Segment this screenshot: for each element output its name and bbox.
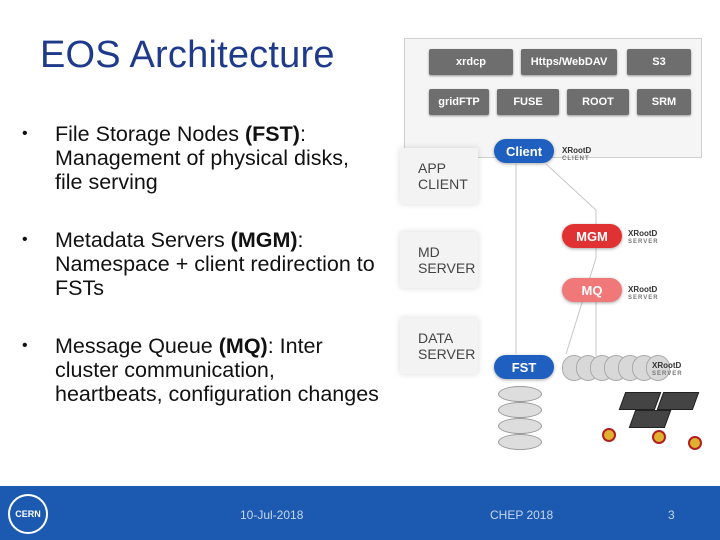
bullet-dot: • (22, 337, 28, 354)
bullet-text-bold: (MQ) (218, 334, 268, 358)
footer-date: 10-Jul-2018 (240, 508, 304, 522)
xrootd-sub: SERVER (628, 295, 659, 301)
fst-disk-stack (562, 352, 712, 384)
xrootd-name: XRootD (562, 146, 592, 155)
xrootd-sub: SERVER (652, 371, 683, 377)
bullet-text-prefix: Metadata Servers (55, 228, 231, 252)
bullet-text-prefix: File Storage Nodes (55, 122, 246, 146)
layer-line1: MD (418, 244, 440, 260)
layer-line2: SERVER (418, 260, 476, 276)
bullet-list: • File Storage Nodes (FST): Management o… (22, 122, 382, 440)
protocol-s3: S3 (627, 49, 691, 75)
protocol-fuse: FUSE (497, 89, 559, 115)
xrootd-server-logo-mq: XRootD SERVER (628, 286, 659, 302)
server-icon (618, 392, 662, 410)
protocol-https-webdav: Https/WebDAV (521, 49, 617, 75)
protocol-panel: xrdcp Https/WebDAV S3 gridFTP FUSE ROOT … (404, 38, 702, 158)
layer-app-client: APP CLIENT (400, 148, 478, 204)
xrootd-name: XRootD (628, 285, 658, 294)
layer-line1: DATA (418, 330, 454, 346)
protocol-gridftp: gridFTP (429, 89, 489, 115)
footer-page-number: 3 (668, 508, 675, 522)
bullet-fst: • File Storage Nodes (FST): Management o… (22, 122, 382, 194)
mgm-pill: MGM (562, 224, 622, 248)
xrootd-sub: SERVER (628, 239, 659, 245)
xrootd-server-logo-mgm: XRootD SERVER (628, 230, 659, 246)
hard-drive-icon (602, 428, 616, 442)
bullet-mgm: • Metadata Servers (MGM): Namespace + cl… (22, 228, 382, 300)
protocol-srm: SRM (637, 89, 691, 115)
bullet-text-suffix: : Namespace + client redirection to FSTs (55, 228, 375, 300)
protocol-root: ROOT (567, 89, 629, 115)
layer-line1: APP (418, 160, 447, 176)
layer-md-server: MD SERVER (400, 232, 478, 288)
footer-conference: CHEP 2018 (490, 508, 554, 522)
bullet-text-bold: (FST) (245, 122, 300, 146)
xrootd-sub: CLIENT (562, 156, 590, 162)
layer-line2: CLIENT (418, 176, 468, 192)
server-rack-icon (602, 388, 712, 458)
bullet-dot: • (22, 125, 28, 142)
footer-bar (0, 486, 720, 540)
architecture-diagram: xrdcp Https/WebDAV S3 gridFTP FUSE ROOT … (396, 36, 720, 466)
client-pill: Client (494, 139, 554, 163)
cern-logo: CERN (8, 494, 48, 534)
bullet-text-suffix: : Inter cluster communication, heartbeat… (55, 334, 379, 406)
server-icon (656, 392, 700, 410)
bullet-text-suffix: : Management of physical disks, file ser… (55, 122, 349, 194)
bullet-dot: • (22, 231, 28, 248)
hard-drive-icon (688, 436, 702, 450)
xrootd-name: XRootD (652, 361, 682, 370)
protocol-xrdcp: xrdcp (429, 49, 513, 75)
bullet-text-prefix: Message Queue (55, 334, 219, 358)
bullet-text-bold: (MGM) (230, 228, 298, 252)
bullet-mq: • Message Queue (MQ): Inter cluster comm… (22, 334, 382, 406)
xrootd-client-logo: XRootD CLIENT (562, 147, 591, 163)
database-icon (498, 386, 542, 452)
fst-pill: FST (494, 355, 554, 379)
xrootd-name: XRootD (628, 229, 658, 238)
hard-drive-icon (652, 430, 666, 444)
slide-title: EOS Architecture (40, 34, 335, 76)
layer-line2: SERVER (418, 346, 476, 362)
mq-pill: MQ (562, 278, 622, 302)
disk-icon (646, 355, 670, 381)
layer-data-server: DATA SERVER (400, 318, 478, 374)
server-icon (628, 410, 672, 428)
xrootd-server-logo-fst: XRootD SERVER (652, 362, 683, 378)
